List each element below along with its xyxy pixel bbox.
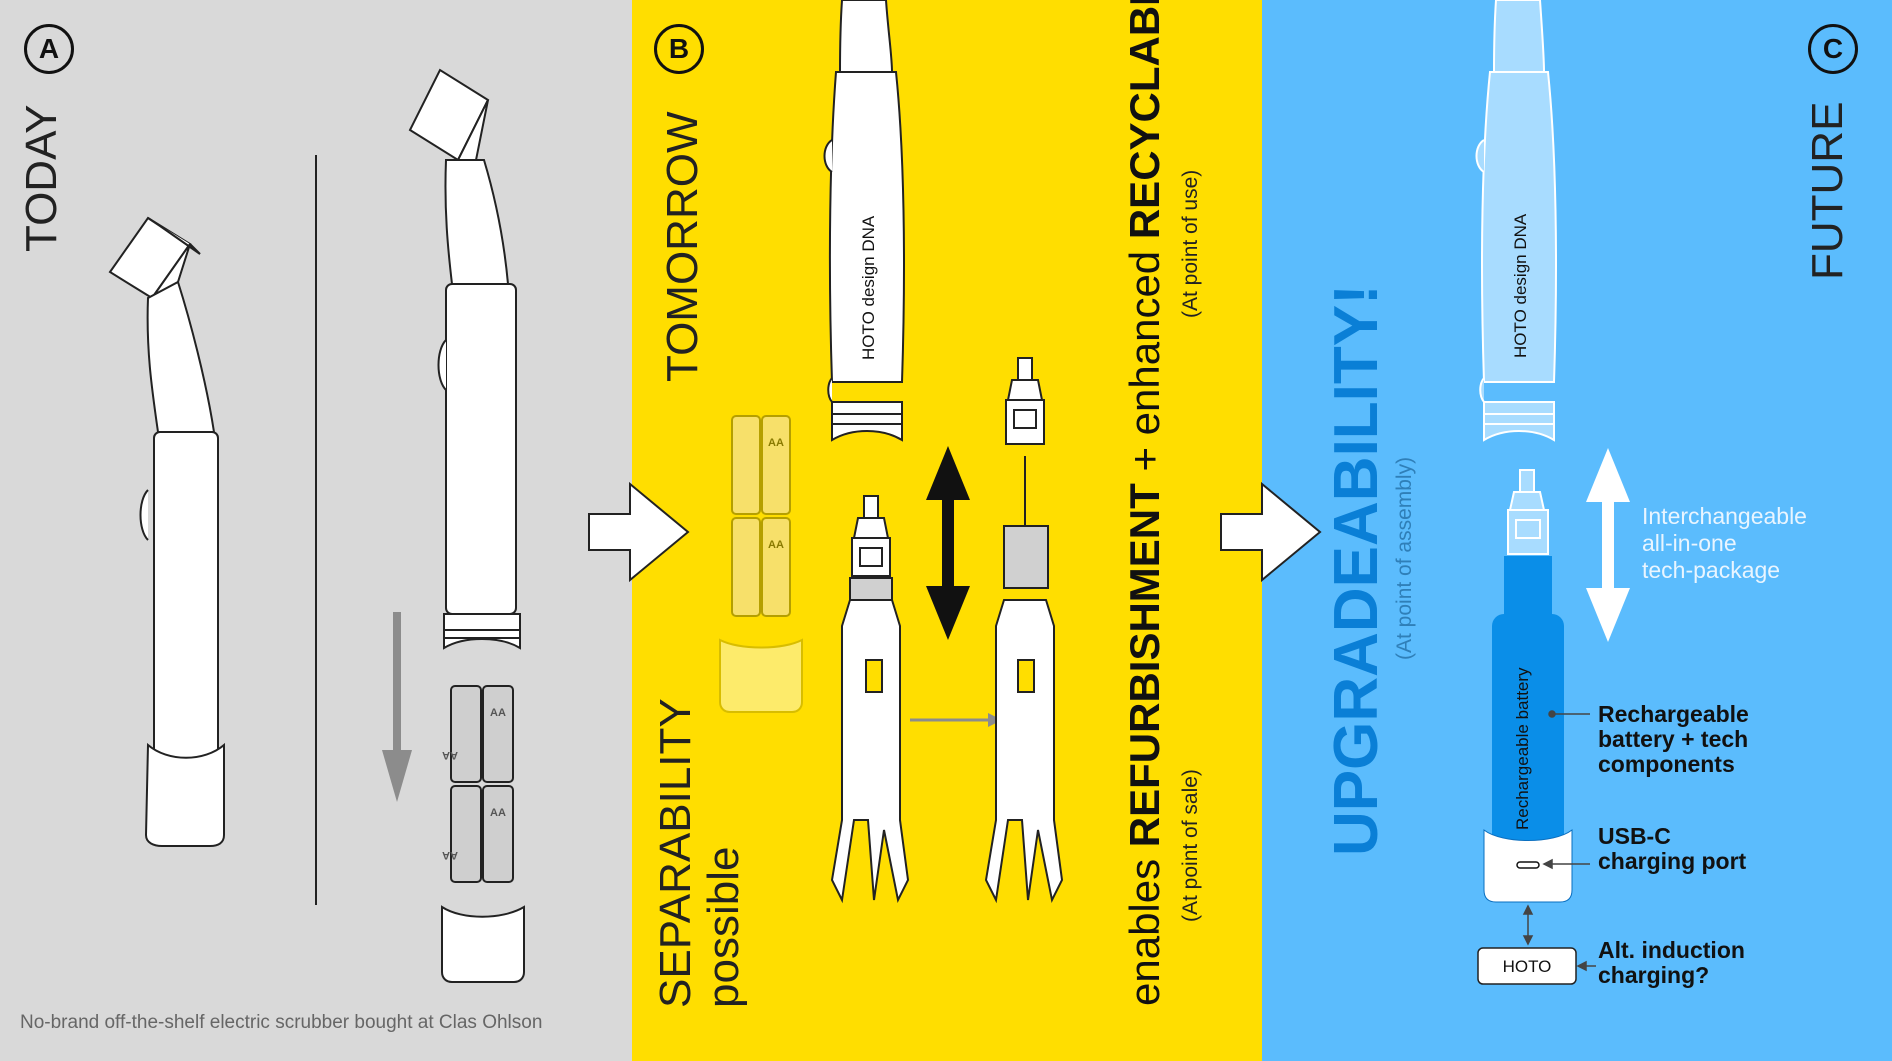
svg-text:AA: AA [442,749,458,761]
scrubber-assembled [108,216,225,847]
aa-battery [450,785,482,883]
black-double-arrow [926,446,970,640]
callout-leaders [1522,710,1596,972]
caption-today: No-brand off-the-shelf electric scrubber… [20,1012,543,1033]
dock-label: HOTO [1503,957,1552,976]
today-illustration: AA AA AA AA [108,68,525,983]
aa-batteries-today [450,685,514,883]
badge-b: B [654,24,704,74]
svg-text:AA: AA [490,807,506,819]
svg-text:AA: AA [768,437,784,449]
battery-cap [441,905,525,983]
rechargeable-battery [1492,614,1564,848]
aa-battery [731,415,761,515]
down-arrow [382,612,412,802]
svg-text:AA: AA [768,539,784,551]
aa-batteries-tomorrow [731,415,791,617]
aa-battery [731,517,761,617]
usb-c-port [1516,861,1540,869]
handle-label-tomorrow: HOTO design DNA [859,215,878,360]
base-cap [1483,828,1573,903]
callout-usb-c: USB-C charging port [1598,823,1747,874]
battery-cap-tomorrow [719,638,803,713]
grey-right-arrow [910,713,1002,727]
panel-today: A TODAY No-brand off-the-shelf electric … [0,0,632,1061]
aa-battery [761,415,791,515]
callout-rechargeable: Rechargeable battery + tech components [1598,701,1749,777]
hoto-induction-dock [1477,947,1577,985]
scrubber-disassembled [408,68,521,650]
panel-tomorrow: B TOMORROW SEPARABILITY possible enables… [632,0,1262,1061]
tech-head-future [1507,469,1549,555]
badge-a: A [24,24,74,74]
tech-module-right [984,357,1064,904]
aa-battery [450,685,482,783]
badge-c: C [1808,24,1858,74]
hoto-handle-future [1475,0,1557,442]
future-illustration: HOTO design DNA Rechargeable battery [1475,0,1630,985]
panel-future: C FUTURE UPGRADEABILITY! (At point of as… [1262,0,1892,1061]
white-double-arrow [1586,448,1630,642]
interchangeable-label: Interchangeable all-in-one tech-package [1642,503,1807,583]
tech-module-left [830,495,910,904]
handle-label-future: HOTO design DNA [1511,213,1530,358]
svg-text:AA: AA [490,707,506,719]
aa-battery [482,685,514,783]
battery-neck [1504,556,1552,616]
battery-label: Rechargeable battery [1513,667,1532,830]
hoto-handle-tomorrow [823,0,905,442]
tomorrow-illustration: HOTO design DNA AA AA [719,0,1064,904]
aa-battery [482,785,514,883]
callout-induction: Alt. induction charging? [1598,937,1745,988]
aa-battery [761,517,791,617]
svg-text:AA: AA [442,849,458,861]
